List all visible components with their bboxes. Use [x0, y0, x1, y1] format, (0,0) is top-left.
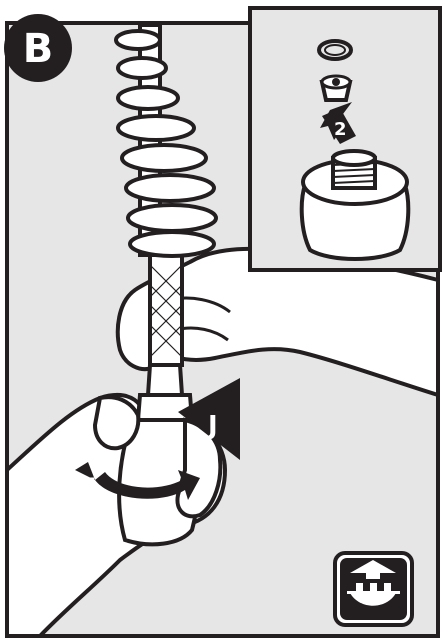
- hose-connector: [148, 365, 182, 395]
- aerator-hole: [332, 78, 340, 86]
- arrow-2-label: 2: [334, 119, 347, 140]
- o-ring-inner: [325, 45, 345, 55]
- filter-cartridge-icon: [335, 553, 412, 625]
- inset-neck-top: [333, 151, 375, 165]
- arrow-1-label: 1: [84, 475, 99, 500]
- step-label: B: [23, 26, 54, 72]
- part-j-label: J: [206, 411, 218, 441]
- thumb: [95, 397, 138, 448]
